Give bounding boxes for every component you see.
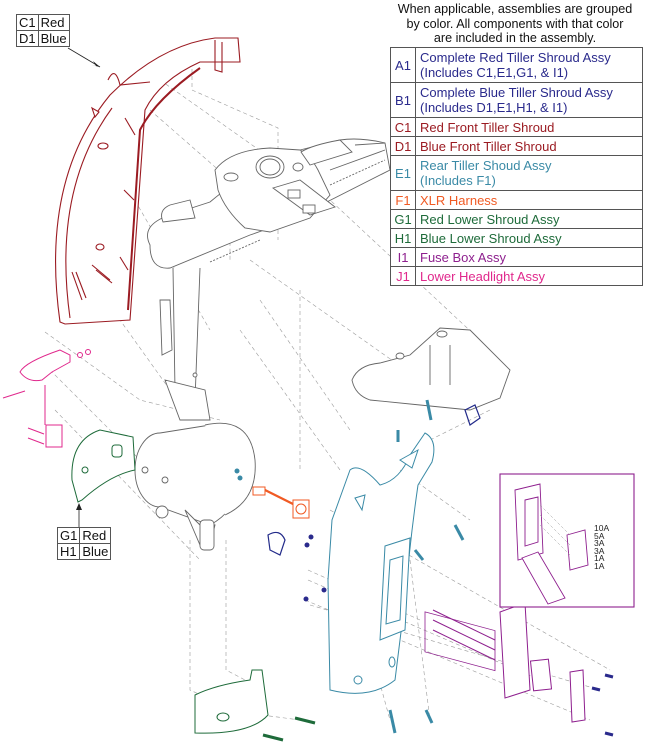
callout-label: Blue	[79, 543, 112, 560]
legend-description: XLR Harness	[415, 190, 643, 210]
legend-description: Rear Tiller Shoud Assy(Includes F1)	[415, 155, 643, 191]
legend-sublabel: (Includes C1,E1,G1, & I1)	[420, 65, 569, 80]
lower-headlight-assy-j1[interactable]	[2, 349, 91, 448]
callout-front-shroud: C1 Red D1 Blue	[16, 14, 70, 47]
legend-label: XLR Harness	[420, 192, 498, 208]
legend-description: Blue Lower Shroud Assy	[415, 228, 643, 248]
fuse-box-assy-i1[interactable]	[424, 602, 586, 723]
callout-row: D1 Blue	[16, 30, 70, 47]
fuse-rating: 3A	[594, 545, 605, 556]
legend-code: B1	[390, 82, 416, 118]
legend-code: E1	[390, 155, 416, 191]
lower-shroud[interactable]	[194, 669, 316, 742]
fuse-rating: 10A	[594, 523, 610, 533]
fuse-box-inset	[499, 473, 635, 608]
legend-description: Red Lower Shroud Assy	[415, 209, 643, 229]
callout-code: D1	[16, 30, 39, 47]
legend-label: Blue Front Tiller Shroud	[420, 138, 557, 154]
callout-row: H1 Blue	[56, 543, 112, 560]
fuse-ratings-list: 10A 5A 3A 3A 1A 1A	[594, 523, 610, 571]
legend-description: Red Front Tiller Shroud	[415, 117, 643, 137]
callout-code: H1	[56, 543, 81, 560]
legend-description: Complete Red Tiller Shroud Assy(Includes…	[415, 47, 643, 83]
note-line: by color. All components with that color	[406, 16, 624, 31]
tiller-console-handlebar	[147, 138, 391, 269]
legend-label: Complete Blue Tiller Shroud Assy	[420, 85, 613, 100]
legend-label: Complete Red Tiller Shroud Assy	[420, 50, 611, 65]
front-tiller-shroud-c1-d1[interactable]	[55, 37, 241, 325]
legend-code: D1	[390, 136, 416, 156]
lower-shroud-bracket-g1-h1[interactable]	[71, 429, 136, 503]
callout-code: G1	[56, 527, 81, 544]
legend-code: G1	[390, 209, 416, 229]
legend-description: Fuse Box Assy	[415, 247, 643, 267]
legend-description: Blue Front Tiller Shroud	[415, 136, 643, 156]
legend-label: Red Front Tiller Shroud	[420, 119, 555, 135]
legend-code: J1	[390, 266, 416, 286]
legend-label: Blue Lower Shroud Assy	[420, 230, 562, 246]
rear-tray	[351, 327, 511, 411]
legend-code: I1	[390, 247, 416, 267]
legend-sublabel: (Includes D1,E1,H1, & I1)	[420, 100, 568, 115]
legend-description: Lower Headlight Assy	[415, 266, 643, 286]
fuse-rating: 3A	[594, 538, 605, 549]
legend-label: Lower Headlight Assy	[420, 268, 546, 284]
callout-arrow-lower-shroud	[76, 503, 82, 528]
callout-label: Blue	[37, 30, 70, 47]
legend-label: Fuse Box Assy	[420, 249, 506, 265]
fuse-rating: 1A	[594, 560, 605, 571]
legend-label: Red Lower Shroud Assy	[420, 211, 560, 227]
assembly-grouping-note: When applicable, assemblies are grouped …	[384, 2, 646, 46]
callout-arrow-front-shroud	[67, 47, 101, 68]
fuse-rating: 1A	[594, 553, 605, 564]
callout-row: C1 Red	[16, 14, 70, 31]
note-line: When applicable, assemblies are grouped	[397, 2, 633, 16]
note-line: are included in the assembly.	[433, 31, 597, 46]
callout-code: C1	[16, 14, 39, 31]
tiller-column	[159, 267, 211, 421]
legend-code: A1	[390, 47, 416, 83]
fuse-rating: 5A	[594, 530, 605, 541]
legend-sublabel: (Includes F1)	[420, 173, 496, 188]
legend-label: Rear Tiller Shoud Assy	[420, 158, 552, 173]
xlr-harness-f1[interactable]	[252, 486, 310, 519]
motor-gearbox	[134, 422, 256, 551]
callout-row: G1 Red	[56, 527, 112, 544]
legend-description: Complete Blue Tiller Shroud Assy(Include…	[415, 82, 643, 118]
callout-label: Red	[79, 527, 112, 544]
callout-lower-shroud: G1 Red H1 Blue	[56, 527, 112, 560]
rear-tiller-shroud-e1[interactable]	[327, 432, 435, 694]
fasteners	[234, 399, 614, 737]
callout-label: Red	[37, 14, 70, 31]
legend-code: C1	[390, 117, 416, 137]
legend-code: F1	[390, 190, 416, 210]
legend-code: H1	[390, 228, 416, 248]
